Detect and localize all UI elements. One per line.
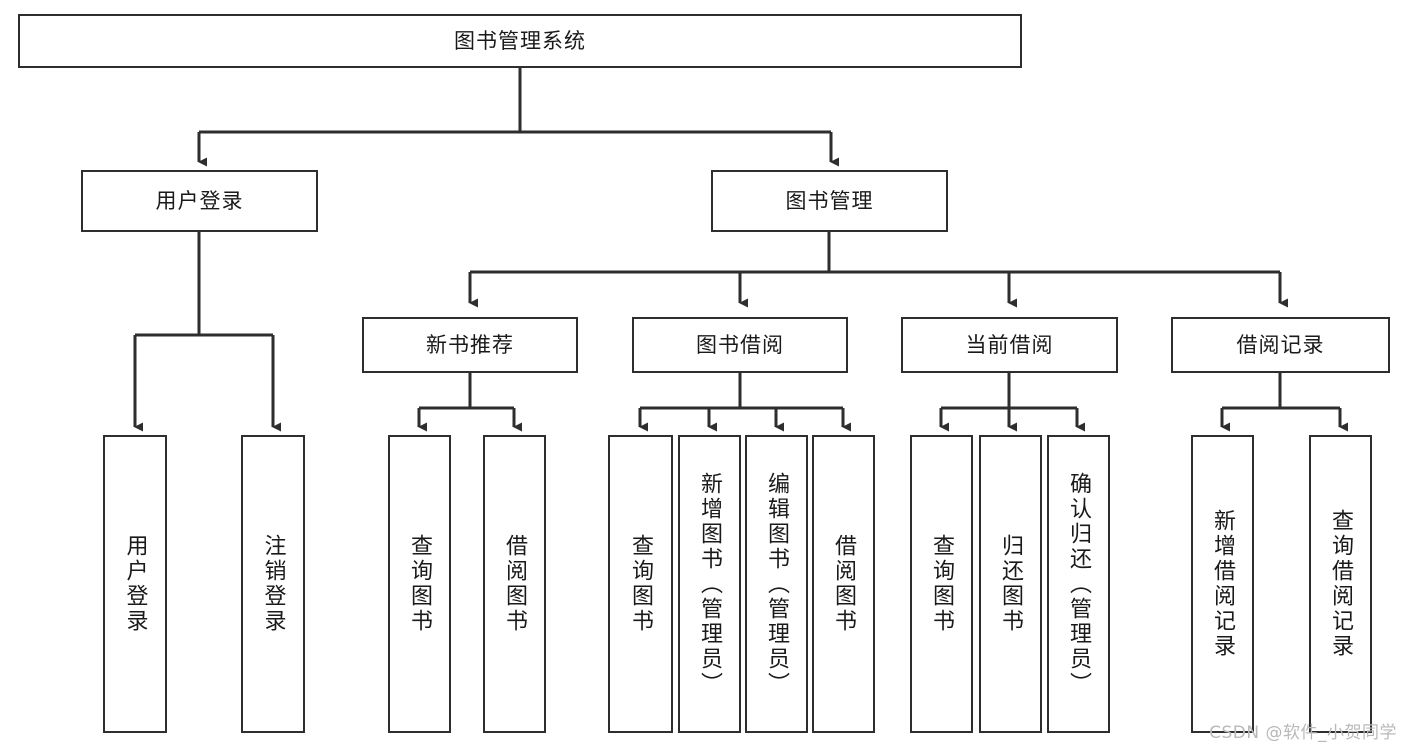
leaf-user-login-logout[interactable]: 注销登录 [241,435,305,733]
node-book-management[interactable]: 图书管理 [711,170,948,232]
node-borrow-record-label: 借阅记录 [1236,332,1325,357]
leaf-borrow-record-query[interactable]: 查询借阅记录 [1309,435,1372,733]
leaf-new-book-query-label: 查询图书 [407,534,433,634]
leaf-book-borrow-query-label: 查询图书 [628,534,654,634]
leaf-book-borrow-query[interactable]: 查询图书 [608,435,673,733]
leaf-user-login-login[interactable]: 用户登录 [103,435,167,733]
leaf-borrow-record-query-label: 查询借阅记录 [1328,509,1354,659]
leaf-current-borrow-query[interactable]: 查询图书 [910,435,973,733]
node-current-borrow[interactable]: 当前借阅 [901,317,1118,373]
node-root-label: 图书管理系统 [454,28,586,53]
leaf-user-login-logout-label: 注销登录 [260,534,286,634]
leaf-book-borrow-add[interactable]: 新增图书（管理员） [678,435,741,733]
node-new-book-recommend[interactable]: 新书推荐 [362,317,578,373]
leaf-current-borrow-confirm-return[interactable]: 确认归还（管理员） [1047,435,1110,733]
leaf-book-borrow-borrow-label: 借阅图书 [831,534,857,634]
leaf-borrow-record-add-label: 新增借阅记录 [1210,509,1236,659]
leaf-current-borrow-return[interactable]: 归还图书 [979,435,1042,733]
leaf-new-book-borrow-label: 借阅图书 [502,534,528,634]
leaf-borrow-record-add[interactable]: 新增借阅记录 [1191,435,1254,733]
csdn-watermark: CSDN @软件_小贺同学 [1209,723,1397,743]
node-book-borrow[interactable]: 图书借阅 [632,317,848,373]
leaf-book-borrow-edit-label: 编辑图书（管理员） [764,471,790,697]
leaf-new-book-borrow[interactable]: 借阅图书 [483,435,546,733]
leaf-book-borrow-edit[interactable]: 编辑图书（管理员） [745,435,808,733]
node-new-book-recommend-label: 新书推荐 [426,332,514,357]
node-book-management-label: 图书管理 [785,188,874,213]
leaf-current-borrow-return-label: 归还图书 [998,534,1024,634]
node-user-login[interactable]: 用户登录 [81,170,318,232]
leaf-user-login-login-label: 用户登录 [122,534,148,634]
node-book-borrow-label: 图书借阅 [696,332,784,357]
leaf-current-borrow-confirm-return-label: 确认归还（管理员） [1066,471,1092,697]
leaf-book-borrow-borrow[interactable]: 借阅图书 [812,435,875,733]
leaf-book-borrow-add-label: 新增图书（管理员） [697,471,723,697]
node-current-borrow-label: 当前借阅 [965,332,1054,357]
node-borrow-record[interactable]: 借阅记录 [1171,317,1390,373]
node-root[interactable]: 图书管理系统 [18,14,1022,68]
leaf-new-book-query[interactable]: 查询图书 [388,435,451,733]
leaf-current-borrow-query-label: 查询图书 [929,534,955,634]
node-user-login-label: 用户登录 [155,188,244,213]
